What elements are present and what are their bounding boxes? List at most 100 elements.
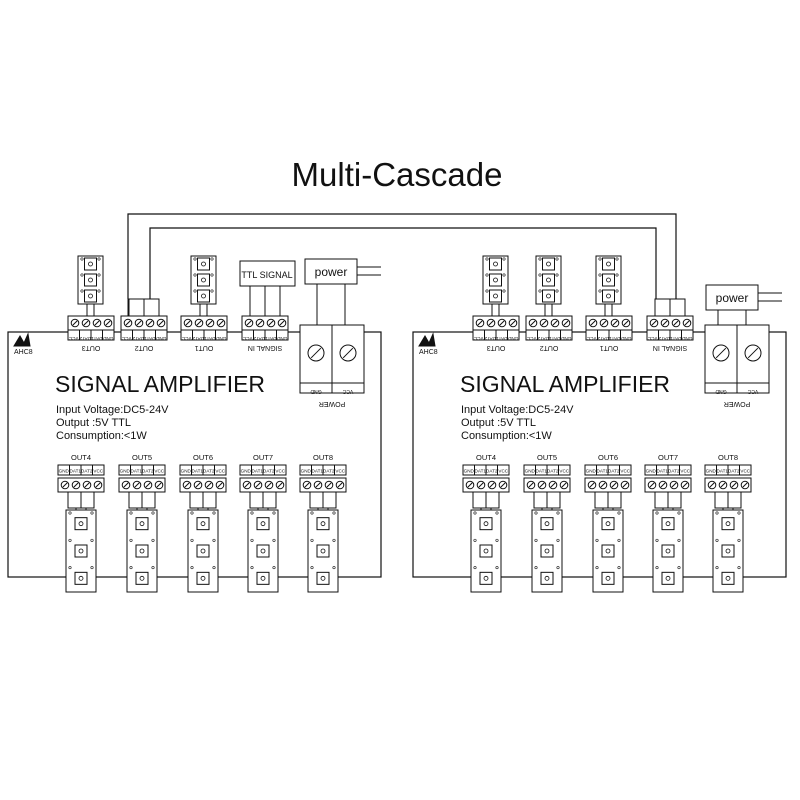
led-dot	[544, 548, 550, 554]
solder-pad	[495, 538, 499, 542]
pin-label: DAT2	[142, 469, 154, 474]
terminal-screw-slot	[257, 320, 263, 326]
led-dot	[483, 575, 489, 581]
solder-pad	[677, 538, 681, 542]
solder-pad	[615, 289, 619, 293]
led-dot	[725, 548, 731, 554]
solder-pad	[210, 273, 214, 277]
power-screw-slot	[342, 347, 354, 359]
led-dot	[320, 575, 326, 581]
solder-pad	[556, 511, 560, 515]
terminal-screw-slot	[326, 482, 332, 488]
solder-pad	[68, 511, 72, 515]
solder-pad	[485, 289, 489, 293]
terminal-screw-slot	[541, 320, 547, 326]
power-input-label: power	[315, 265, 348, 279]
solder-pad	[538, 273, 542, 277]
terminal-screw-slot	[561, 482, 567, 488]
pin-label: GND	[155, 336, 166, 341]
terminal-screw-slot	[337, 482, 343, 488]
terminal-screw-slot	[84, 482, 90, 488]
terminal-screw-slot	[95, 482, 101, 488]
pin-label: GND	[215, 336, 226, 341]
solder-pad	[598, 257, 602, 261]
led-dot	[546, 277, 551, 283]
solder-pad	[129, 511, 133, 515]
terminal-screw-slot	[195, 482, 201, 488]
terminal-screw-slot	[94, 320, 100, 326]
pin-label: DAT2	[132, 336, 144, 341]
pin-label: VCC	[121, 336, 131, 341]
terminal-screw-slot	[266, 482, 272, 488]
solder-pad	[677, 511, 681, 515]
pin-label: DAT2	[192, 336, 204, 341]
solder-pad	[615, 257, 619, 261]
solder-pad	[737, 511, 741, 515]
solder-pad	[538, 257, 542, 261]
terminal-screw-slot	[673, 320, 679, 326]
pin-label: GND	[507, 336, 518, 341]
port-label: OUT6	[598, 453, 618, 462]
solder-pad	[473, 511, 477, 515]
pin-label: DAT2	[728, 469, 740, 474]
terminal-screw-slot	[156, 482, 162, 488]
led-dot	[493, 261, 498, 267]
led-dot	[200, 521, 206, 527]
ttl-signal-label: TTL SIGNAL	[241, 270, 292, 280]
terminal-screw-slot	[467, 482, 473, 488]
pin-label: GND	[301, 469, 312, 474]
cascade-wire-inner	[149, 227, 657, 299]
terminal-screw-slot	[145, 482, 151, 488]
pin-label: GND	[620, 336, 631, 341]
pin-label: GND	[241, 469, 252, 474]
led-dot	[200, 548, 206, 554]
led-dot	[88, 293, 93, 299]
led-dot	[201, 261, 206, 267]
terminal-screw-slot	[304, 482, 310, 488]
terminal-screw-slot	[315, 482, 321, 488]
solder-pad	[332, 538, 336, 542]
pin-label: GND	[586, 469, 597, 474]
pin-label: GND	[706, 469, 717, 474]
led-dot	[483, 548, 489, 554]
solder-pad	[555, 257, 559, 261]
terminal-screw-slot	[499, 320, 505, 326]
pin-label: DAT2	[597, 336, 609, 341]
terminal-screw-slot	[510, 320, 516, 326]
pin-label: DAT2	[81, 469, 93, 474]
solder-pad	[193, 273, 197, 277]
solder-pad	[151, 538, 155, 542]
led-dot	[605, 521, 611, 527]
pin-label: DAT1	[549, 336, 561, 341]
brand-logo-icon	[418, 332, 436, 347]
terminal-screw-slot	[136, 320, 142, 326]
terminal-screw-slot	[255, 482, 261, 488]
pin-label: GND	[102, 336, 113, 341]
solder-pad	[332, 566, 336, 570]
pin-label: VCC	[586, 336, 596, 341]
solder-pad	[272, 511, 276, 515]
amplifier-name: SIGNAL AMPLIFIER	[460, 371, 670, 397]
led-dot	[606, 261, 611, 267]
led-dot	[493, 293, 498, 299]
terminal-screw-slot	[660, 482, 666, 488]
solder-pad	[617, 538, 621, 542]
pin-label: GND	[525, 469, 536, 474]
solder-pad	[595, 566, 599, 570]
led-dot	[725, 521, 731, 527]
solder-pad	[502, 257, 506, 261]
pin-label: VCC	[181, 336, 191, 341]
terminal-screw-slot	[612, 320, 618, 326]
pin-label: DAT1	[204, 336, 216, 341]
port-label: OUT2	[135, 344, 154, 351]
solder-pad	[129, 538, 133, 542]
solder-pad	[655, 538, 659, 542]
pin-label: DAT2	[484, 336, 496, 341]
power-screw-slot	[747, 347, 759, 359]
pin-label: VCC	[68, 336, 78, 341]
terminal-screw-slot	[244, 482, 250, 488]
solder-pad	[97, 289, 101, 293]
